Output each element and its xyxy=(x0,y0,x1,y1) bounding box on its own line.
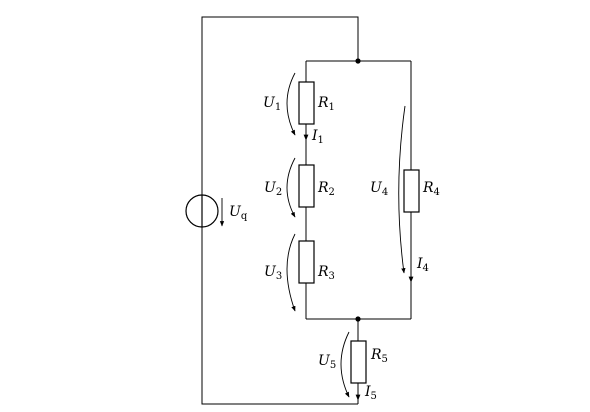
resistor-r1-label: R1 xyxy=(317,95,335,113)
voltage-label-u2: U2 xyxy=(264,180,282,198)
voltage-arrow-u3 xyxy=(286,233,296,312)
voltage-arrow-u2 xyxy=(286,157,296,218)
voltage-label-u4: U4 xyxy=(370,180,388,198)
source-voltage-label: Uq xyxy=(229,204,248,222)
voltage-arrow-u4 xyxy=(398,105,406,274)
current-label-i5: I5 xyxy=(364,384,377,402)
resistor-r3-label: R3 xyxy=(317,264,335,282)
resistor-r5-label: R5 xyxy=(370,347,388,365)
resistor-r2-label: R2 xyxy=(317,180,335,198)
voltage-source: Uq xyxy=(185,194,248,228)
resistor-r5: R5 U5 I5 xyxy=(318,331,388,402)
wire-left-loop xyxy=(201,16,359,405)
voltage-arrow-u5 xyxy=(340,331,350,398)
voltage-arrow-u1 xyxy=(286,72,296,136)
voltage-label-u1: U1 xyxy=(263,95,281,113)
current-label-i1: I1 xyxy=(311,128,324,146)
voltage-label-u3: U3 xyxy=(264,264,282,282)
junction-bottom xyxy=(355,316,361,322)
resistor-r4: R4 U4 I4 xyxy=(370,105,440,283)
resistor-r4-label: R4 xyxy=(422,180,440,198)
junction-top xyxy=(355,58,361,64)
resistor-r2: R2 U2 xyxy=(264,157,335,218)
resistor-r3: R3 U3 xyxy=(264,233,335,312)
current-label-i4: I4 xyxy=(416,256,429,274)
voltage-label-u5: U5 xyxy=(318,353,336,371)
resistor-r1: R1 U1 I1 xyxy=(263,72,335,146)
